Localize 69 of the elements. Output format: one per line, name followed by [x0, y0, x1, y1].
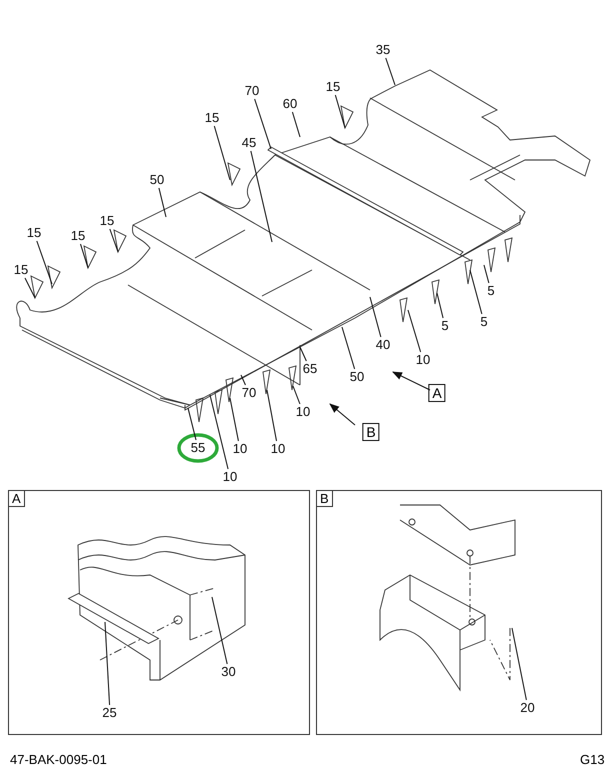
callout-number: 55 [190, 441, 206, 455]
callout-number: 15 [326, 80, 340, 94]
callout-number: 10 [270, 442, 286, 456]
leader-line [210, 394, 229, 470]
leader-line [212, 596, 228, 664]
leader-line [470, 270, 482, 314]
leader-line [512, 628, 527, 700]
drawing-number: 47-BAK-0095-01 [10, 752, 107, 767]
leader-line [80, 244, 88, 268]
strip-drawing [267, 146, 464, 256]
callout-number: 5 [480, 315, 488, 329]
callout-number: 10 [232, 442, 248, 456]
callout-number: 15 [100, 214, 114, 228]
callout-number: 65 [302, 362, 318, 376]
leader-line [109, 228, 118, 252]
strip-drawing [67, 592, 159, 644]
view-letter: A [9, 491, 25, 507]
view-letter: B [317, 491, 333, 507]
detail-panel [8, 490, 310, 735]
leader-line [484, 264, 490, 284]
callout-number: 60 [282, 97, 298, 111]
leader-line [292, 112, 300, 138]
callout-number: 15 [14, 263, 28, 277]
callout-number: 25 [102, 706, 117, 720]
callout-number: 5 [487, 284, 495, 298]
callout-number: 15 [70, 229, 86, 243]
callout-number: 10 [416, 353, 430, 367]
leader-line [214, 126, 230, 180]
leader-line [292, 386, 300, 404]
leader-line [334, 94, 346, 128]
callout-number: 45 [242, 136, 256, 150]
callout-number: 15 [26, 226, 42, 240]
callout-number: 10 [222, 470, 238, 484]
callout-number: 50 [150, 173, 164, 187]
callout-number: 30 [221, 664, 236, 678]
callout-number: 10 [296, 405, 310, 419]
leader-line [408, 310, 422, 352]
clip-drawing [47, 265, 61, 290]
leader-line [188, 408, 196, 440]
clip-drawing [262, 369, 271, 394]
callout-number: 50 [350, 370, 364, 384]
callout-number: 40 [376, 338, 390, 352]
leader-line [266, 390, 277, 442]
clip-drawing [227, 162, 241, 186]
callout-number: 5 [441, 319, 449, 333]
leader-line [250, 150, 272, 242]
leader-line [254, 98, 272, 150]
leader-line [230, 398, 239, 442]
leader-line [300, 346, 307, 362]
sheet-number: G13 [580, 752, 605, 767]
leader-line [385, 58, 396, 86]
leader-line [104, 622, 110, 706]
leader-line [158, 188, 166, 218]
view-letter: B [362, 423, 380, 441]
view-letter: A [428, 384, 446, 402]
clip-drawing [226, 377, 234, 402]
callout-number: 15 [204, 111, 220, 125]
callout-number: 35 [376, 43, 390, 57]
leader-line [240, 374, 246, 386]
callout-number: 70 [242, 386, 256, 400]
leader-line [436, 292, 444, 318]
callout-number: 20 [520, 700, 535, 714]
leader-line [370, 296, 382, 338]
detail-panel [316, 490, 602, 735]
leader-line [24, 278, 36, 298]
leader-line [342, 326, 356, 370]
clip-drawing [288, 365, 297, 390]
callout-number: 70 [244, 84, 260, 98]
leader-line [36, 240, 52, 284]
